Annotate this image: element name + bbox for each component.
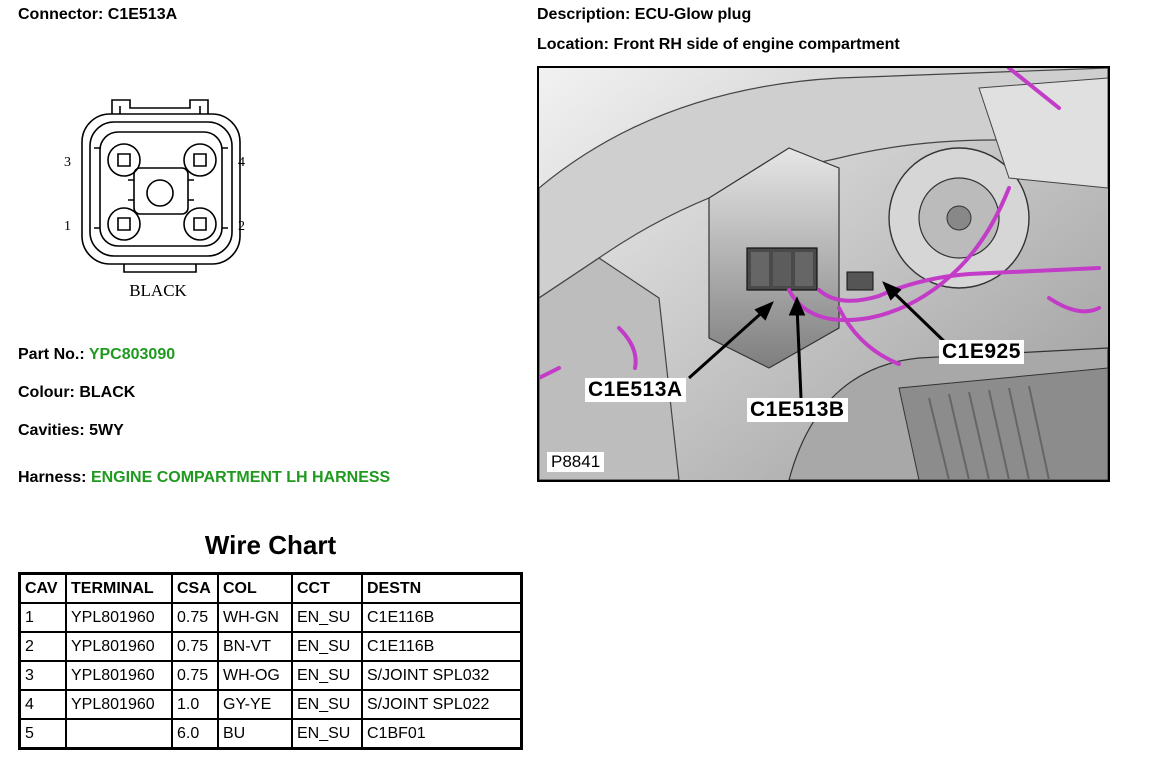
cell-csa: 6.0 <box>171 718 219 750</box>
cell-terminal: YPL801960 <box>65 660 173 691</box>
table-row: 5 6.0 BU EN_SU C1BF01 <box>18 718 523 750</box>
cell-cav: 1 <box>18 602 67 633</box>
connector-label: Connector: <box>18 6 104 23</box>
cavities-row: Cavities: 5WY <box>18 422 124 440</box>
pin-label-2: 2 <box>238 219 245 234</box>
cell-terminal: YPL801960 <box>65 689 173 720</box>
cell-csa: 0.75 <box>171 602 219 633</box>
cell-terminal: YPL801960 <box>65 602 173 633</box>
connector-id: C1E513A <box>107 6 178 23</box>
column-header-destn: DESTN <box>361 572 523 604</box>
part-number-row: Part No.: YPC803090 <box>18 346 175 364</box>
cell-csa: 1.0 <box>171 689 219 720</box>
pin-label-3: 3 <box>64 155 71 170</box>
callout-c1e925: C1E925 <box>939 340 1024 364</box>
cell-cav: 4 <box>18 689 67 720</box>
colour-label: Colour: <box>18 384 75 401</box>
table-row: 1 YPL801960 0.75 WH-GN EN_SU C1E116B <box>18 602 523 633</box>
part-number-label: Part No.: <box>18 346 85 363</box>
colour-row: Colour: BLACK <box>18 384 135 402</box>
cell-col: WH-GN <box>217 602 293 633</box>
table-header-row: CAV TERMINAL CSA COL CCT DESTN <box>18 572 523 604</box>
cell-cct: EN_SU <box>291 631 363 662</box>
cell-cav: 3 <box>18 660 67 691</box>
column-header-col: COL <box>217 572 293 604</box>
cell-cct: EN_SU <box>291 689 363 720</box>
connector-face-diagram: 3 4 1 2 BLACK <box>64 99 245 300</box>
cell-destn: C1BF01 <box>361 718 523 750</box>
callout-c1e513b: C1E513B <box>747 398 848 422</box>
cell-terminal: YPL801960 <box>65 631 173 662</box>
cell-csa: 0.75 <box>171 631 219 662</box>
location-photo: C1E513A C1E513B C1E925 P8841 <box>537 66 1110 482</box>
table-row: 2 YPL801960 0.75 BN-VT EN_SU C1E116B <box>18 631 523 662</box>
cell-destn: S/JOINT SPL022 <box>361 689 523 720</box>
connector-color-caption: BLACK <box>129 281 187 300</box>
part-number-link[interactable]: YPC803090 <box>88 346 176 363</box>
location-label: Location: <box>537 36 609 53</box>
harness-label: Harness: <box>18 469 87 486</box>
cell-col: GY-YE <box>217 689 293 720</box>
location-row: Location: Front RH side of engine compar… <box>537 36 900 54</box>
callout-c1e513a: C1E513A <box>585 378 686 402</box>
cell-cav: 2 <box>18 631 67 662</box>
column-header-cav: CAV <box>18 572 67 604</box>
description-row: Description: ECU-Glow plug <box>537 6 751 24</box>
cell-cct: EN_SU <box>291 602 363 633</box>
column-header-cct: CCT <box>291 572 363 604</box>
colour-value: BLACK <box>79 384 136 401</box>
pin-label-1: 1 <box>64 219 71 234</box>
description-label: Description: <box>537 6 631 23</box>
cavities-value: 5WY <box>89 422 124 439</box>
table-row: 3 YPL801960 0.75 WH-OG EN_SU S/JOINT SPL… <box>18 660 523 691</box>
cell-destn: C1E116B <box>361 631 523 662</box>
cavities-label: Cavities: <box>18 422 85 439</box>
cell-terminal <box>65 718 173 750</box>
wire-chart-title: Wire Chart <box>204 530 337 560</box>
description-value: ECU-Glow plug <box>634 6 752 23</box>
cell-cav: 5 <box>18 718 67 750</box>
cell-destn: S/JOINT SPL032 <box>361 660 523 691</box>
cell-col: BN-VT <box>217 631 293 662</box>
cell-col: BU <box>217 718 293 750</box>
location-value: Front RH side of engine compartment <box>613 36 900 53</box>
pin-label-4: 4 <box>238 155 245 170</box>
cell-col: WH-OG <box>217 660 293 691</box>
photo-reference: P8841 <box>547 452 605 472</box>
cell-cct: EN_SU <box>291 718 363 750</box>
connector-label-row: Connector: C1E513A <box>18 6 177 24</box>
cell-csa: 0.75 <box>171 660 219 691</box>
harness-row: Harness: ENGINE COMPARTMENT LH HARNESS <box>18 469 390 487</box>
cell-cct: EN_SU <box>291 660 363 691</box>
column-header-csa: CSA <box>171 572 219 604</box>
engine-bay-illustration <box>539 68 1108 480</box>
cell-destn: C1E116B <box>361 602 523 633</box>
column-header-terminal: TERMINAL <box>65 572 173 604</box>
harness-link[interactable]: ENGINE COMPARTMENT LH HARNESS <box>90 469 391 486</box>
table-row: 4 YPL801960 1.0 GY-YE EN_SU S/JOINT SPL0… <box>18 689 523 720</box>
wire-chart-table: CAV TERMINAL CSA COL CCT DESTN 1 YPL8019… <box>18 572 523 750</box>
